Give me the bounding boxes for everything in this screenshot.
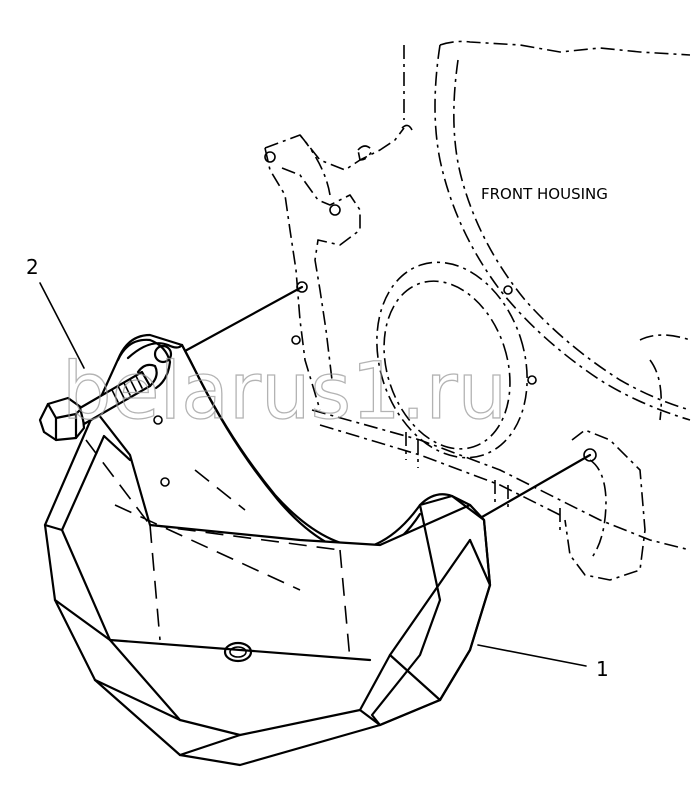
front-housing-outline: [264, 40, 691, 581]
callout-1: 1: [477, 644, 609, 681]
part-2-bolt: [38, 363, 158, 442]
svg-text:2: 2: [26, 255, 39, 279]
housing-bolt-holes: [264, 151, 597, 462]
svg-text:1: 1: [596, 657, 609, 681]
callout-2: 2: [26, 255, 85, 369]
part-1-support-bracket: [43, 333, 492, 767]
alignment-lines: [183, 285, 592, 519]
watermark: belarus1.ru: [62, 347, 507, 437]
front-housing-label: FRONT HOUSING: [481, 185, 608, 203]
